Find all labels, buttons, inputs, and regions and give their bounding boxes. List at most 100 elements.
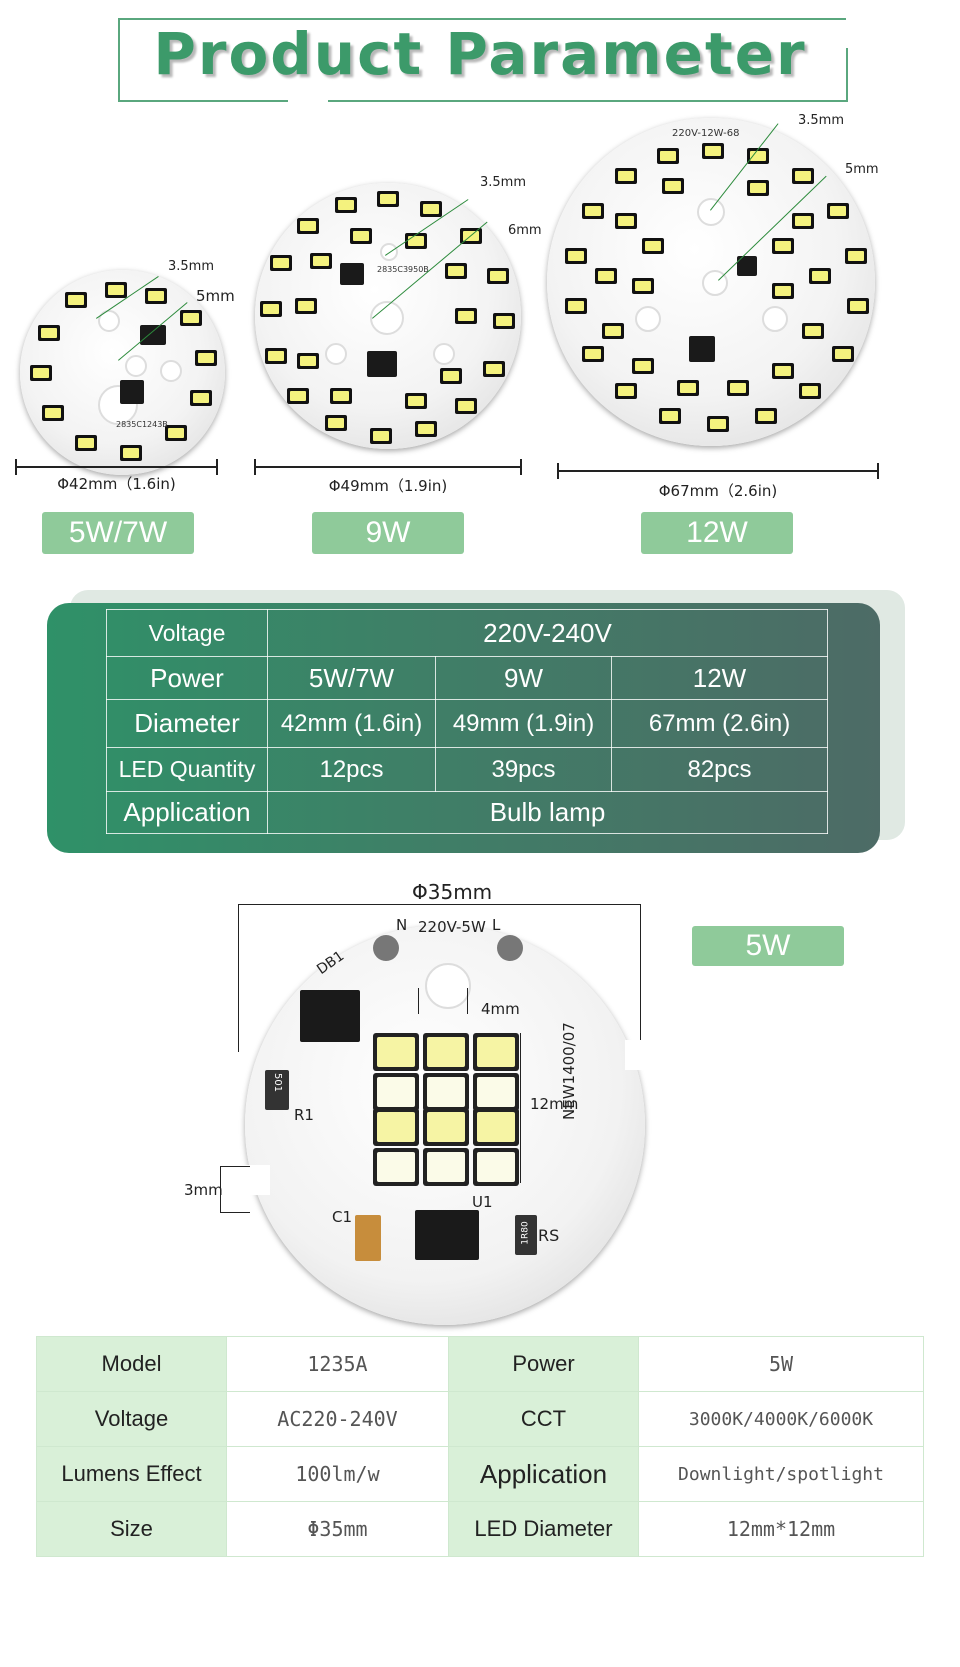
- detail-label-led-diameter: LED Diameter: [448, 1501, 639, 1557]
- led-chip: [772, 283, 794, 299]
- led-chip: [165, 425, 187, 441]
- notch-depth-label: 3mm: [184, 1181, 223, 1199]
- led-chip: [335, 197, 357, 213]
- wattage-badge: 9W: [312, 512, 464, 554]
- callout-label: 3.5mm: [798, 113, 845, 128]
- led-chip: [405, 393, 427, 409]
- pin-l-label: L: [492, 916, 501, 934]
- board-49mm-image: 2835C3950B: [255, 183, 521, 449]
- led-chip: [297, 218, 319, 234]
- r1-code: 501: [272, 1072, 284, 1093]
- led-chip: [325, 415, 347, 431]
- led-chip: [377, 191, 399, 207]
- frame-left-line: [118, 18, 120, 102]
- spec-value-diameter-3: 67mm (2.6in): [611, 699, 828, 748]
- callout-label: 3.5mm: [168, 259, 215, 274]
- detail-label-power: Power: [448, 1336, 639, 1392]
- dimension-line: [220, 1212, 250, 1213]
- spec-label-power: Power: [106, 656, 268, 700]
- frame-bottom-line: [118, 100, 288, 102]
- led-chip: [38, 325, 60, 341]
- spec-label-voltage: Voltage: [106, 609, 268, 657]
- rectifier-chip: [120, 380, 144, 404]
- detail-value-application: Downlight/spotlight: [638, 1446, 924, 1502]
- led-chip: [792, 213, 814, 229]
- diameter-scale-bar: [254, 459, 522, 475]
- mount-hole: [160, 360, 182, 382]
- led-chip: [373, 1073, 419, 1111]
- led-chip: [350, 228, 372, 244]
- led-chip: [75, 435, 97, 451]
- led-chip: [615, 168, 637, 184]
- led-chip: [473, 1108, 519, 1146]
- spec-value-led-3: 82pcs: [611, 747, 828, 792]
- led-chip: [632, 278, 654, 294]
- rs-label: RS: [538, 1226, 560, 1245]
- led-chip: [595, 268, 617, 284]
- title-frame: [118, 18, 848, 102]
- detail-value-size: Φ35mm: [226, 1501, 449, 1557]
- spec-label-diameter: Diameter: [106, 699, 268, 748]
- table-row: Diameter 42mm (1.6in) 49mm (1.9in) 67mm …: [106, 699, 828, 748]
- frame-right-line: [846, 48, 848, 102]
- led-chip: [662, 178, 684, 194]
- table-row: Model 1235A Power 5W: [36, 1336, 924, 1392]
- callout-label: 6mm: [508, 223, 542, 238]
- led-chip: [195, 350, 217, 366]
- led-chip: [755, 408, 777, 424]
- board-notch: [240, 1165, 270, 1195]
- led-chip: [190, 390, 212, 406]
- diameter-label: Φ42mm（1.6in): [57, 475, 176, 493]
- pcb-code: 2835C1243B: [116, 420, 168, 429]
- detail-value-lumens: 100lm/w: [226, 1446, 449, 1502]
- spec-value-diameter-2: 49mm (1.9in): [435, 699, 612, 748]
- pcb-code: 2835C3950B: [377, 265, 429, 274]
- mount-hole: [762, 306, 788, 332]
- board-42mm-image: 2835C1243B: [20, 270, 225, 475]
- resistor-rs: [515, 1215, 537, 1255]
- diameter-scale-bar: [15, 459, 218, 475]
- dimension-line: [220, 1166, 250, 1167]
- diameter-label: Φ49mm（1.9in): [328, 477, 448, 495]
- table-row: Lumens Effect 100lm/w Application Downli…: [36, 1446, 924, 1502]
- board-diameter-label: Φ35mm: [412, 880, 493, 904]
- dimension-line: [220, 1166, 221, 1212]
- dimension-line: [467, 988, 468, 1014]
- led-chip: [473, 1148, 519, 1186]
- dimension-line: [418, 988, 419, 1014]
- led-chip: [487, 268, 509, 284]
- led-chip: [287, 388, 309, 404]
- spec-label-led-quantity: LED Quantity: [106, 747, 268, 792]
- spec-label-application: Application: [106, 791, 268, 834]
- led-chip: [602, 323, 624, 339]
- led-chip: [799, 383, 821, 399]
- frame-bottom-line-2: [328, 100, 848, 102]
- driver-chip: [140, 325, 166, 345]
- led-chip: [565, 248, 587, 264]
- led-chip: [423, 1148, 469, 1186]
- led-chip: [440, 368, 462, 384]
- resistor-r1: [265, 1070, 289, 1110]
- spec-value-diameter-1: 42mm (1.6in): [267, 699, 436, 748]
- led-chip: [420, 201, 442, 217]
- led-chip: [42, 405, 64, 421]
- led-chip: [145, 288, 167, 304]
- led-chip: [370, 428, 392, 444]
- detail-value-voltage: AC220-240V: [226, 1391, 449, 1447]
- led-chip: [677, 380, 699, 396]
- led-chip: [809, 268, 831, 284]
- board-notch: [625, 1040, 655, 1070]
- driver-chip: [367, 351, 397, 377]
- led-chip: [473, 1073, 519, 1111]
- led-chip: [373, 1108, 419, 1146]
- led-array-label: 12mm: [530, 1095, 579, 1113]
- led-chip: [827, 203, 849, 219]
- led-chip: [747, 180, 769, 196]
- detail-table: Model 1235A Power 5W Voltage AC220-240V …: [36, 1336, 924, 1557]
- spec-value-power-3: 12W: [611, 656, 828, 700]
- led-chip: [832, 346, 854, 362]
- led-chip: [847, 298, 869, 314]
- mount-hole: [702, 270, 728, 296]
- mount-hole: [433, 343, 455, 365]
- callout-label: 5mm: [845, 162, 879, 177]
